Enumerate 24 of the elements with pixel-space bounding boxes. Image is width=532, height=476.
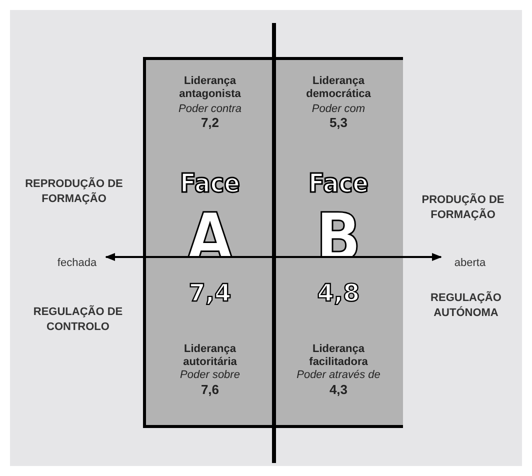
score-value: 7,2 [200,116,220,129]
axis-label: aberta [453,256,487,271]
quadrant-panel [274,57,403,257]
power-subtitle: Poder através de [296,369,380,382]
score-value: 5,3 [329,116,348,129]
axis-label: fechada [56,256,98,271]
quadrant-panel [274,257,403,428]
side-heading: PRODUÇÃO DE FORMAÇÃO [420,193,506,223]
power-subtitle: Poder com [312,103,366,116]
leadership-title: Liderança antagonista [178,75,242,101]
power-subtitle: Poder contra [178,103,242,116]
score-value: 4,3 [329,383,348,396]
power-subtitle: Poder sobre [180,369,240,382]
side-heading: REGULAÇÃO DE CONTROLO [32,305,124,335]
side-heading: REGULAÇÃO AUTÓNOMA [430,291,502,321]
leadership-title: Liderança facilitadora [308,343,369,369]
leadership-title: Liderança democrática [305,75,372,101]
score-value: 4,8 [316,279,361,307]
side-heading: REPRODUÇÃO DE FORMAÇÃO [24,177,124,207]
score-value: 7,4 [188,279,232,307]
score-value: 7,6 [200,383,220,396]
quadrant-panel [143,57,274,257]
quadrant-panel [143,257,274,428]
leadership-title: Liderança autoritária [182,343,238,369]
